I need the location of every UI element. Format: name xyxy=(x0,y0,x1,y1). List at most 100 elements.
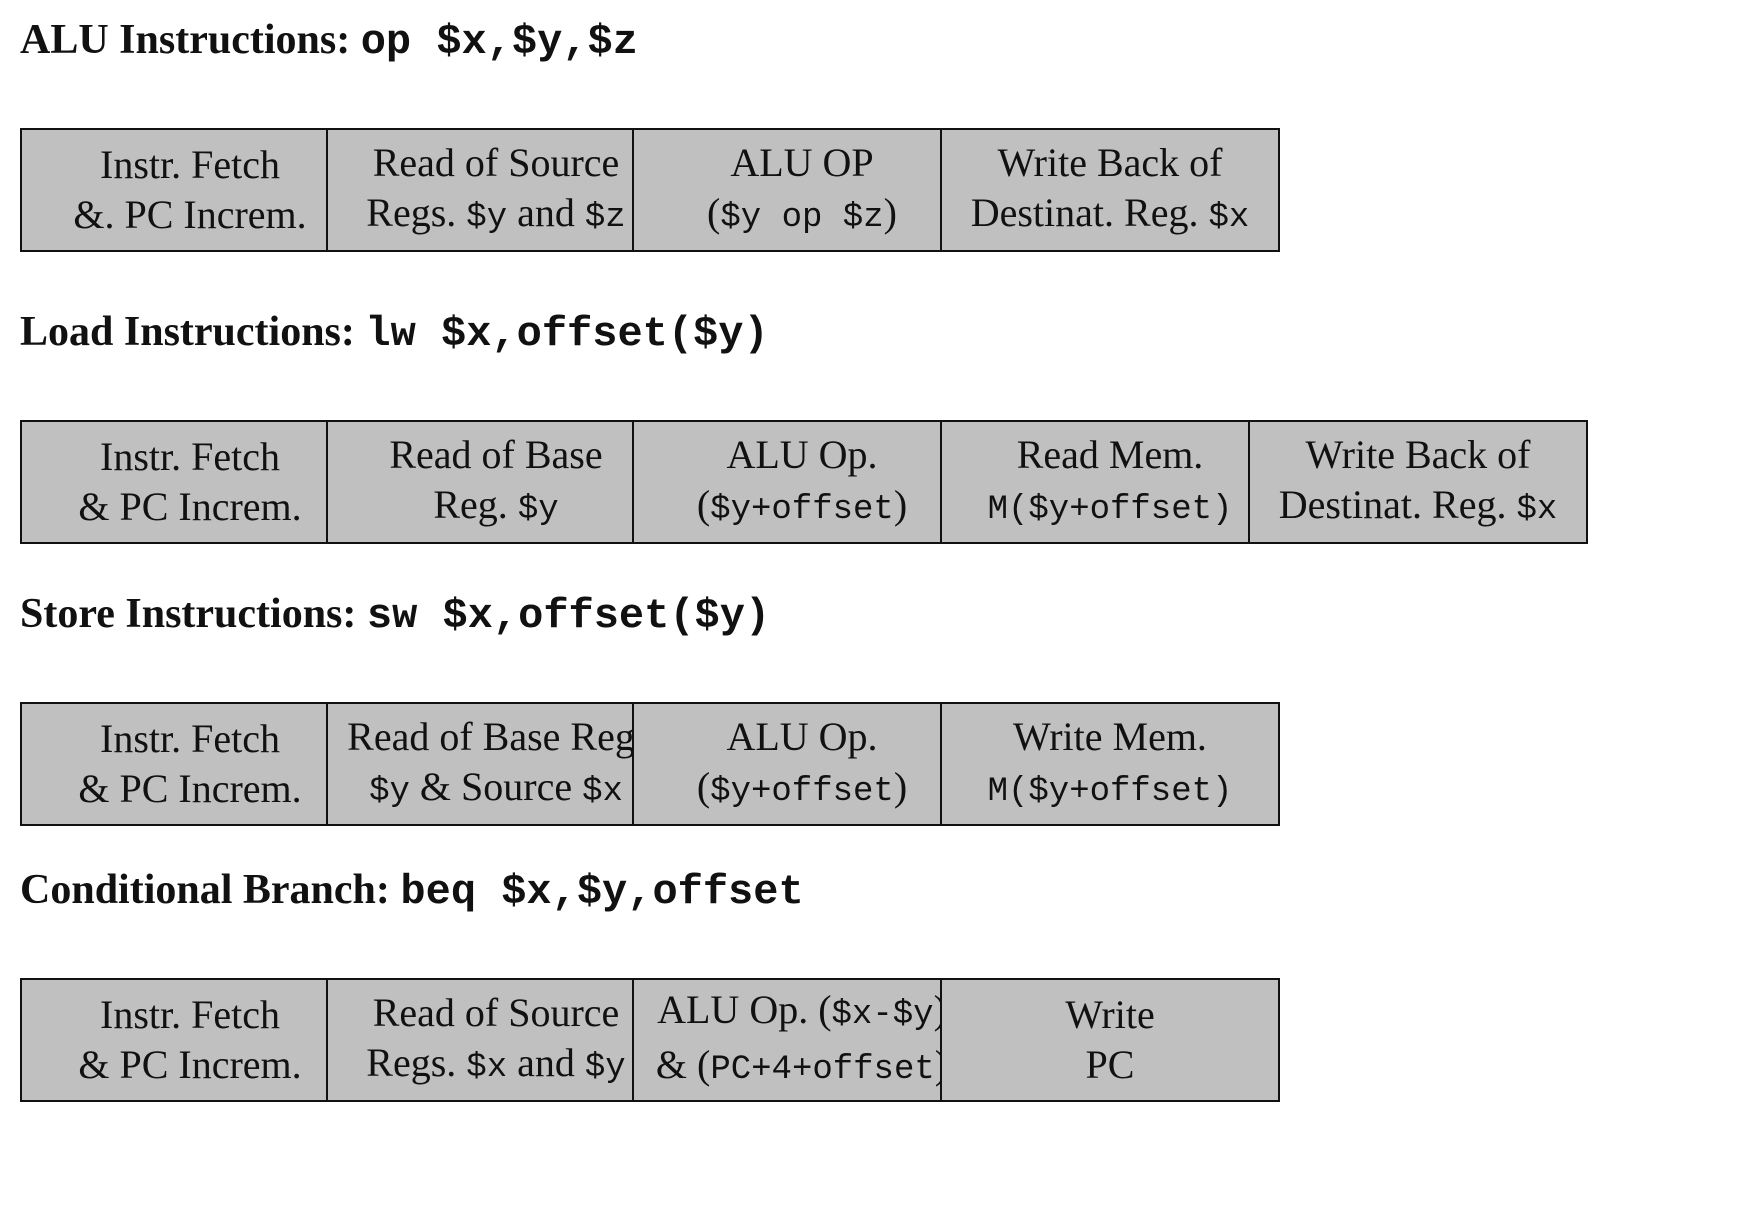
stage-label-text: ( xyxy=(696,763,711,809)
stage-label-text: Write Back of xyxy=(997,139,1223,185)
stage-label-line: Destinat. Reg. $x xyxy=(1279,480,1558,535)
section-title-code: lw $x,offset($y) xyxy=(365,310,769,358)
stage-label-code: $x xyxy=(582,772,623,811)
instruction-section: Store Instructions: sw $x,offset($y) Inst… xyxy=(20,584,1280,830)
stage-label-text: Read of Base xyxy=(389,431,603,477)
stage-label-text: and xyxy=(507,1039,585,1085)
section-title-text: Store Instructions: xyxy=(20,591,367,637)
stage-label-text: ) xyxy=(893,763,908,809)
stage-label-code: $z xyxy=(584,198,626,237)
stage-label-text: & PC Increm. xyxy=(78,1042,302,1087)
stage-label-code: $x xyxy=(1208,198,1250,237)
stage-label-line: & PC Increm. xyxy=(78,764,301,814)
stage-label-line: & PC Increm. xyxy=(78,1040,301,1090)
stage-label-code: $y xyxy=(584,1048,626,1087)
stage-label-text: & PC Increm. xyxy=(78,766,302,811)
stage-label-line: & PC Increm. xyxy=(78,482,301,532)
stage-label-text: & ( xyxy=(655,1042,711,1087)
stage-label-line: Write Mem. xyxy=(1013,712,1207,762)
pipeline-stage-box: Instr. Fetch& PC Increm. xyxy=(20,420,360,544)
stage-label-line: &. PC Increm. xyxy=(73,190,306,240)
stage-label-code: $y op $z xyxy=(720,198,884,237)
pipeline-stage-box: Read of Base Reg.$y & Source $x xyxy=(326,702,666,826)
section-title-code: beq $x,$y,offset xyxy=(400,868,804,916)
stage-label-line: ALU OP xyxy=(730,138,873,188)
stage-label-text: Reg. xyxy=(433,481,518,527)
stage-label-line: Reg. $y xyxy=(433,480,558,535)
section-title-text: Conditional Branch: xyxy=(20,867,401,913)
stage-label-code: $y xyxy=(369,772,410,811)
stage-label-line: M($y+offset) xyxy=(988,480,1233,535)
stage-label-text: PC xyxy=(1085,1042,1135,1087)
stage-label-text: ) xyxy=(893,481,908,527)
stage-label-line: $y & Source $x xyxy=(369,762,623,817)
stage-label-code: M($y+offset) xyxy=(987,490,1233,529)
section-title-text: Load Instructions: xyxy=(20,309,366,355)
stage-label-code: $y+offset xyxy=(710,490,894,529)
pipeline-stage-box: ALU OP($y op $z) xyxy=(632,128,972,252)
stage-label-code: $y xyxy=(466,198,508,237)
pipeline-stage-box: ALU Op. ($y+offset) xyxy=(632,420,972,544)
section-title-code: sw $x,offset($y) xyxy=(366,592,771,640)
stage-label-text: Read of Base Reg. xyxy=(347,713,645,759)
pipeline-stage-box: Instr. Fetch&. PC Increm. xyxy=(20,128,360,252)
section-title-code: op $x,$y,$z xyxy=(360,18,638,66)
stage-label-text: and xyxy=(507,189,585,235)
stage-label-line: ALU Op. xyxy=(726,712,877,762)
stage-label-text: & PC Increm. xyxy=(78,484,302,529)
stage-label-line: Write Back of xyxy=(998,138,1223,188)
stage-label-code: PC+4+offset xyxy=(710,1051,935,1089)
stage-label-text: ( xyxy=(696,481,711,527)
pipeline-stage-box: Instr. Fetch & PC Increm. xyxy=(20,978,360,1102)
stage-label-line: Read of Source xyxy=(373,988,620,1038)
stage-label-line: Instr. Fetch xyxy=(100,990,280,1040)
stage-label-code: $x xyxy=(1516,490,1558,529)
stage-label-line: Read Mem. xyxy=(1017,430,1204,480)
stage-label-line: Destinat. Reg. $x xyxy=(971,188,1250,243)
stage-label-text: Regs. xyxy=(366,189,467,235)
pipeline-stage-box: Instr. Fetch& PC Increm. xyxy=(20,702,360,826)
stage-label-line: Read of Base xyxy=(389,430,602,480)
stage-label-text: Write xyxy=(1065,992,1155,1037)
stage-label-line: Write xyxy=(1065,990,1154,1040)
section-title: Load Instructions: lw $x,offset($y) xyxy=(20,302,769,362)
stage-label-text: ) xyxy=(883,189,897,235)
stage-label-code: $x-$y xyxy=(831,996,934,1034)
stage-label-text: Instr. Fetch xyxy=(100,992,280,1037)
section-title-text: ALU Instructions: xyxy=(20,17,361,63)
stage-label-text: Write Back of xyxy=(1305,431,1531,477)
stage-label-line: Read of Source xyxy=(373,138,620,188)
stage-label-code: $y xyxy=(517,490,559,529)
stage-label-text: Read Mem. xyxy=(1016,431,1204,477)
stage-label-code: $y+offset xyxy=(710,772,894,811)
pipeline-stage-box: Write Mem.M($y+offset) xyxy=(940,702,1280,826)
stage-label-text: Destinat. Reg. xyxy=(1278,481,1517,527)
stage-label-text: ALU Op. ( xyxy=(657,987,832,1032)
stage-label-text: &. PC Increm. xyxy=(73,192,307,237)
stage-label-code: $x xyxy=(466,1048,508,1087)
pipeline-stage-box: ALU Op. ($x-$y)& (PC+4+offset) xyxy=(632,978,972,1102)
stage-label-text: ALU Op. xyxy=(726,713,878,759)
stage-label-line: ($y op $z) xyxy=(707,188,897,243)
stage-label-line: Regs. $y and $z xyxy=(366,188,625,243)
stage-label-text: ( xyxy=(707,189,721,235)
stage-label-line: Write Back of xyxy=(1306,430,1531,480)
instruction-section: Load Instructions: lw $x,offset($y) Instr… xyxy=(20,302,1588,548)
stage-row: Instr. Fetch& PC Increm.Read of Base Reg… xyxy=(20,702,1280,830)
stage-label-line: Read of Base Reg. xyxy=(347,712,645,762)
stage-label-line: M($y+offset) xyxy=(988,762,1233,817)
stage-label-line: ALU Op. xyxy=(726,430,877,480)
stage-label-line: Instr. Fetch xyxy=(100,714,280,764)
stage-label-line: Instr. Fetch xyxy=(100,140,280,190)
section-title: Conditional Branch: beq $x,$y,offset xyxy=(20,860,804,920)
